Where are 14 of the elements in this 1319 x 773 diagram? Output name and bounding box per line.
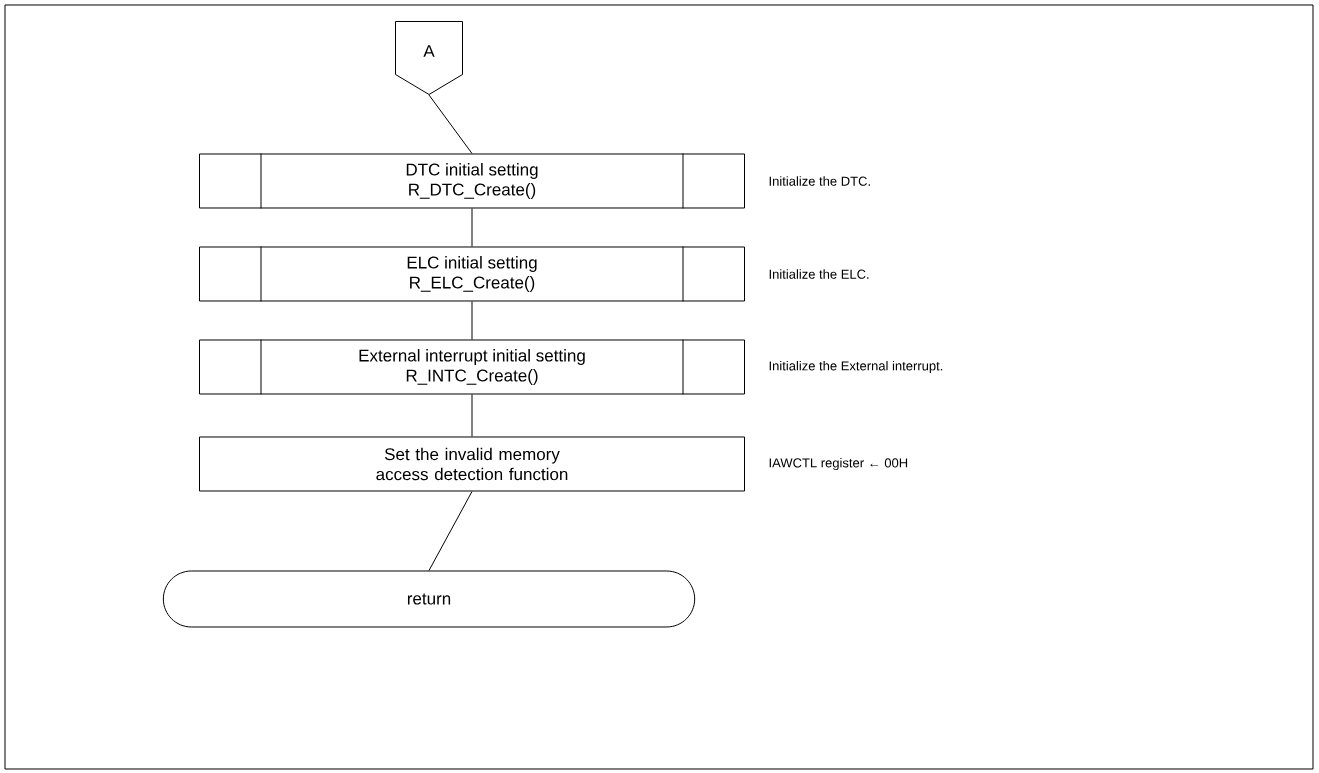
connector-line <box>428 491 473 571</box>
connector-line <box>471 301 473 340</box>
note-text: Initialize the External interrupt. <box>769 360 943 374</box>
note-text: Initialize the ELC. <box>769 269 869 279</box>
connector-line <box>471 208 473 247</box>
predefined-process-box: External interrupt initial setting R_INTC_Create() <box>199 339 745 395</box>
note-text: Initialize the DTC. <box>769 176 870 186</box>
predefined-process-box: ELC initial setting R_ELC_Create() <box>199 246 745 302</box>
note-text: IAWCTL register ← 00H <box>769 457 908 471</box>
process-box: Set the invalid memory access detection function <box>199 436 745 492</box>
offpage-connector: A <box>395 21 463 95</box>
connector-line <box>428 94 473 154</box>
predefined-process-box: DTC initial setting R_DTC_Create() <box>199 153 745 209</box>
connector-line <box>471 394 473 437</box>
